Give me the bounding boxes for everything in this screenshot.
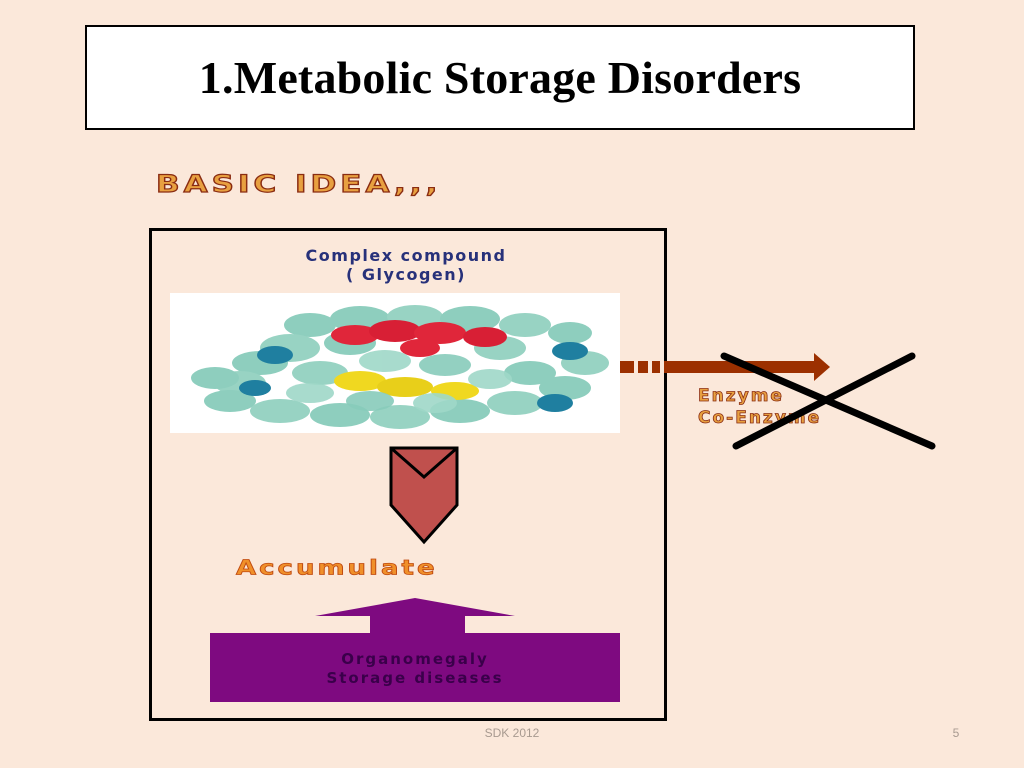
organ-line2: Storage diseases [326, 669, 504, 687]
compound-label-line1: Complex compound [305, 246, 507, 265]
title-box: 1.Metabolic Storage Disorders [85, 25, 915, 130]
organ-line1: Organomegaly [341, 650, 489, 668]
cross-mark-icon [720, 352, 936, 450]
enzyme-label: Enzyme Co-Enzyme [698, 385, 821, 429]
basic-idea-heading: BASIC IDEA,,, [155, 169, 442, 199]
glycogen-molecule-image [170, 293, 620, 433]
enzyme-line2: Co-Enzyme [698, 408, 822, 429]
slide-title: 1.Metabolic Storage Disorders [198, 52, 802, 103]
compound-label-line2: ( Glycogen) [346, 265, 466, 284]
down-chevron-arrow [389, 446, 459, 545]
molecule-illustration [191, 305, 609, 429]
enzyme-arrow [620, 353, 830, 381]
compound-label: Complex compound ( Glycogen) [150, 246, 662, 284]
accumulate-label: Accumulate [236, 556, 438, 581]
footer-text: SDK 2012 [484, 726, 540, 740]
page-number: 5 [952, 726, 960, 740]
organomegaly-label: Organomegaly Storage diseases [210, 650, 620, 688]
up-arrow-block [210, 598, 620, 702]
enzyme-line1: Enzyme [698, 386, 784, 407]
